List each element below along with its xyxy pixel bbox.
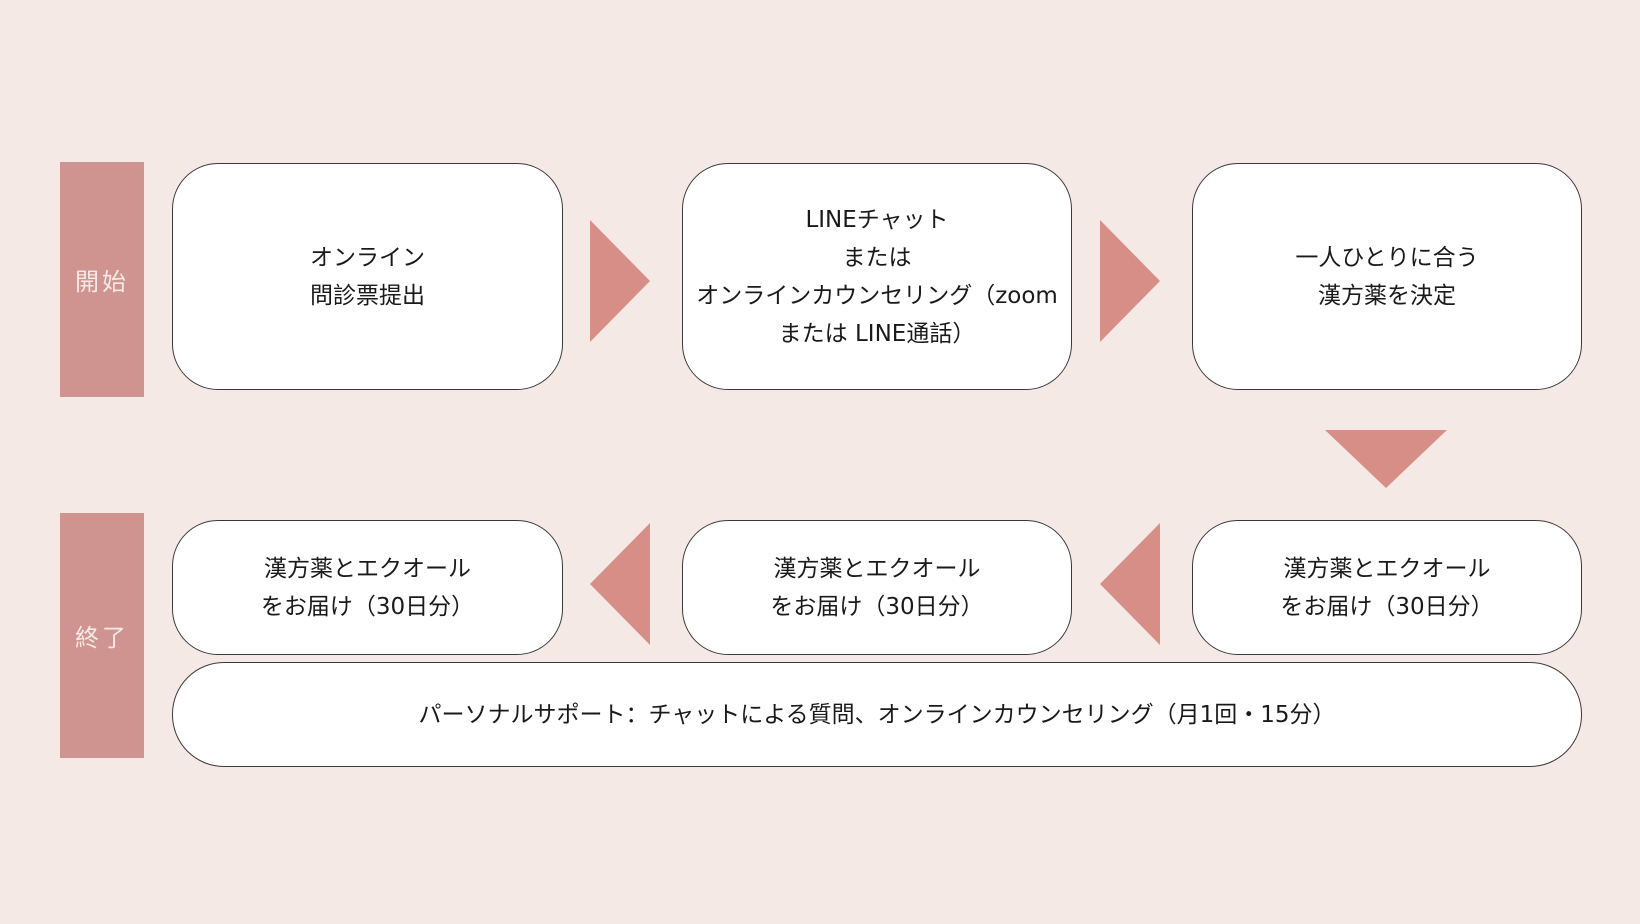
step-box-questionnaire: オンライン 問診票提出: [172, 163, 563, 390]
step-text-line: をお届け（30日分）: [1280, 593, 1494, 620]
step-text-line: をお届け（30日分）: [260, 593, 475, 620]
personal-support-box: パーソナルサポート：チャットによる質問、オンラインカウンセリング（月1回・15分…: [172, 662, 1582, 767]
step-text-line: オンライン: [310, 244, 425, 271]
start-phase-label: 開始: [75, 268, 129, 296]
arrow-left-icon: [590, 523, 650, 645]
arrow-right-icon: [590, 220, 650, 342]
step-text-line: 一人ひとりに合う: [1295, 244, 1479, 271]
step-text-line: 漢方薬を決定: [1318, 282, 1456, 309]
arrow-left-icon: [1100, 523, 1160, 645]
step-box-delivery-3: 漢方薬とエクオール をお届け（30日分）: [172, 520, 563, 655]
start-phase-bar: 開始: [60, 162, 144, 397]
end-phase-bar: 終了: [60, 513, 144, 758]
step-box-delivery-2: 漢方薬とエクオール をお届け（30日分）: [682, 520, 1072, 655]
step-text-line: 問診票提出: [310, 282, 425, 309]
arrow-down-icon: [1325, 430, 1447, 488]
step-text-line: をお届け（30日分）: [770, 593, 984, 620]
step-text-line: LINEチャット: [805, 206, 949, 233]
end-phase-label: 終了: [75, 624, 129, 652]
step-text-line: 漢方薬とエクオール: [1283, 555, 1491, 582]
personal-support-text: パーソナルサポート：チャットによる質問、オンラインカウンセリング（月1回・15分…: [418, 701, 1336, 728]
arrow-right-icon: [1100, 220, 1160, 342]
step-box-decide: 一人ひとりに合う 漢方薬を決定: [1192, 163, 1582, 390]
step-text-line: または LINE通話）: [778, 320, 976, 347]
step-box-counseling: LINEチャット または オンラインカウンセリング（zoom または LINE通…: [682, 163, 1072, 390]
step-text-line: オンラインカウンセリング（zoom: [696, 282, 1058, 309]
step-box-delivery-1: 漢方薬とエクオール をお届け（30日分）: [1192, 520, 1582, 655]
step-text-line: 漢方薬とエクオール: [264, 555, 471, 582]
step-text-line: 漢方薬とエクオール: [773, 555, 981, 582]
step-text-line: または: [842, 244, 912, 271]
